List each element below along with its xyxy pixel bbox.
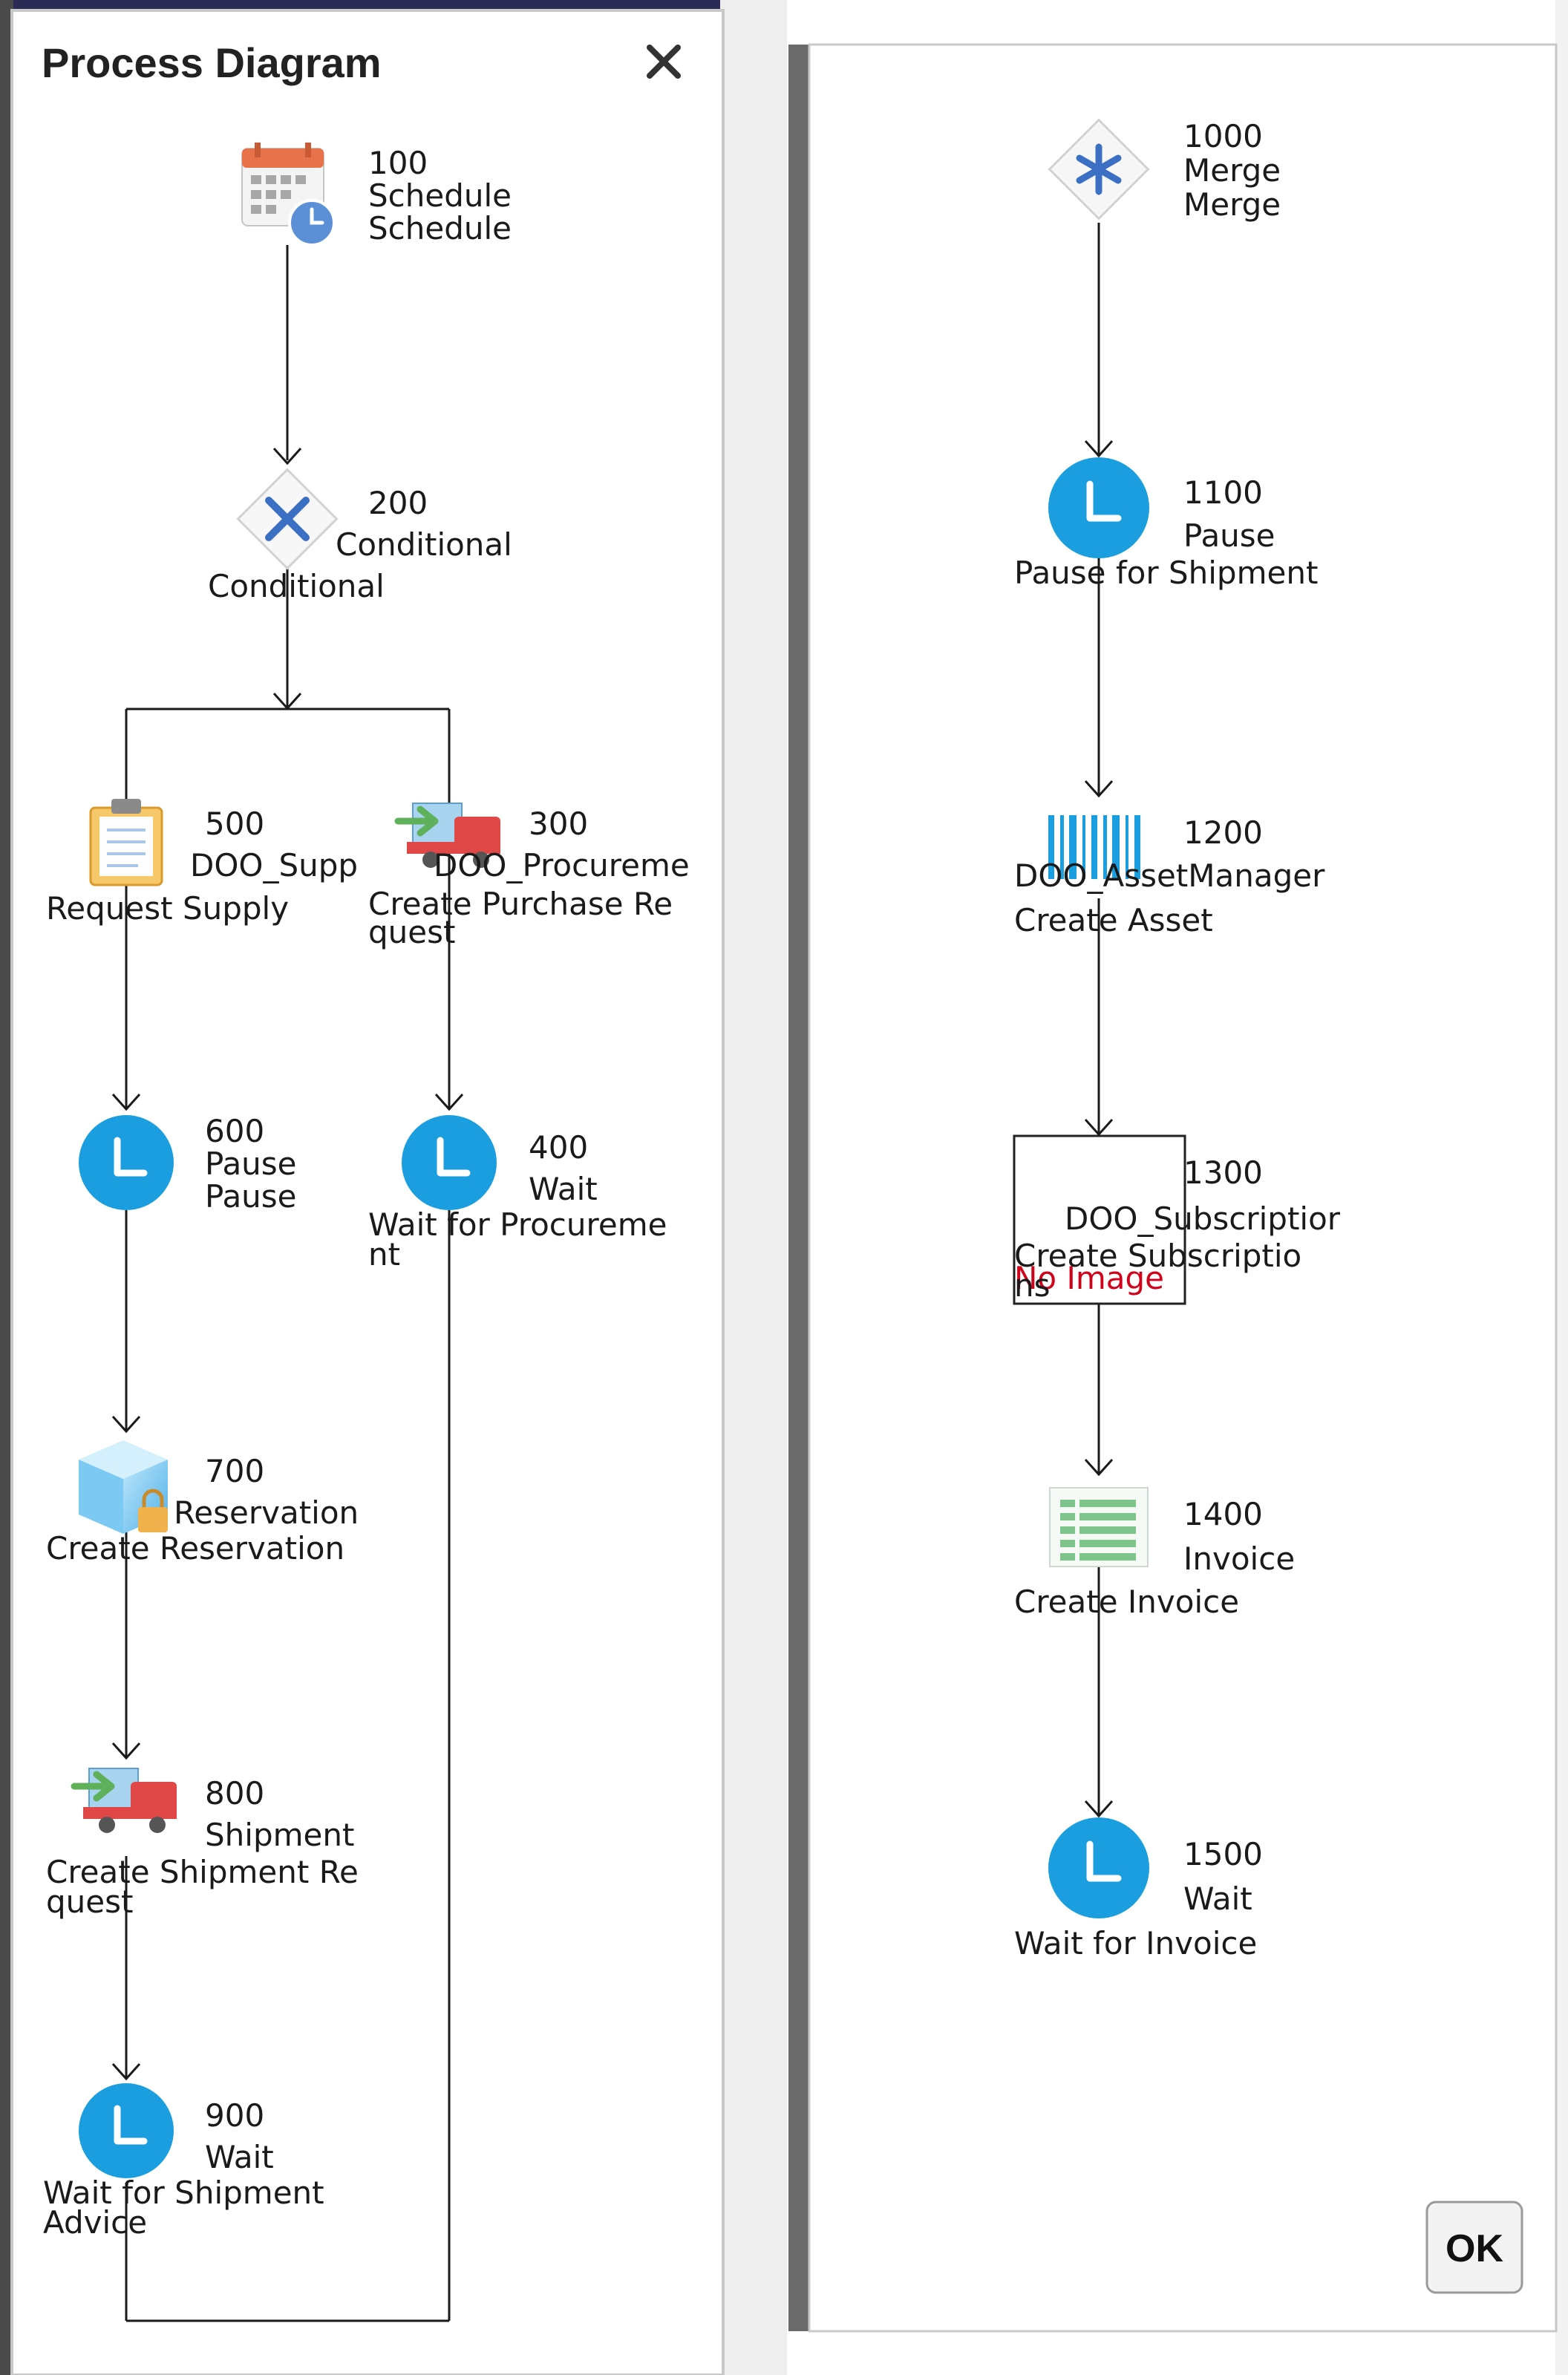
ok-button[interactable]: OK	[1425, 2201, 1523, 2294]
node-1300-name-cont: ns	[1014, 1267, 1051, 1304]
node-1300-name: Create Subscriptio	[1014, 1238, 1301, 1274]
truck-icon	[71, 1768, 177, 1833]
node-1200-id: 1200	[1183, 814, 1263, 851]
connector-lines-left	[111, 245, 464, 2322]
no-image-icon: No Image	[1013, 1134, 1186, 1305]
node-1000[interactable]: 1000 Merge Merge	[1048, 118, 1281, 223]
node-400-name: Wait for Procureme	[368, 1206, 667, 1243]
node-300-type: DOO_Procureme	[434, 847, 690, 883]
left-edge-shadow	[0, 0, 13, 2375]
node-800-name: Create Shipment Re	[46, 1854, 359, 1890]
node-1200[interactable]: 1200 DOO_AssetManager Create Asset	[1014, 814, 1325, 938]
node-300-name-cont: quest	[368, 914, 455, 950]
connector-lines-right	[1084, 223, 1114, 1818]
node-1200-type: DOO_AssetManager	[1014, 857, 1325, 894]
node-700-type: Reservation	[174, 1494, 359, 1531]
node-800[interactable]: 800 Shipment Create Shipment Re quest	[46, 1768, 359, 1920]
conditional-x-icon	[236, 468, 339, 570]
clock-icon	[1048, 1817, 1149, 1918]
calendar-clock-icon	[241, 143, 336, 246]
node-700-id: 700	[205, 1453, 264, 1489]
clock-icon	[402, 1115, 497, 1210]
clock-icon	[1048, 457, 1149, 558]
node-100-name: Schedule	[368, 210, 512, 246]
node-400[interactable]: 400 Wait Wait for Procureme nt	[368, 1115, 667, 1273]
no-image-label: No Image	[1014, 1260, 1164, 1296]
node-1100-name: Pause for Shipment	[1014, 555, 1318, 591]
clock-icon	[79, 2083, 174, 2178]
node-200-id: 200	[368, 485, 428, 521]
node-200[interactable]: 200 Conditional Conditional	[208, 468, 512, 604]
truck-icon	[394, 803, 500, 868]
node-1200-name: Create Asset	[1014, 902, 1213, 938]
node-600-type: Pause	[205, 1146, 297, 1182]
node-1000-type: Merge	[1183, 152, 1281, 189]
node-500-type: DOO_Supp	[190, 847, 358, 883]
node-900-name-cont: Advice	[43, 2204, 147, 2241]
node-100-type: Schedule	[368, 177, 512, 214]
node-1100-type: Pause	[1183, 517, 1275, 554]
node-400-id: 400	[529, 1129, 588, 1166]
node-1400-name: Create Invoice	[1014, 1584, 1239, 1620]
node-1500-type: Wait	[1183, 1881, 1252, 1917]
node-600-name: Pause	[205, 1178, 297, 1215]
node-900[interactable]: 900 Wait Wait for Shipment Advice	[43, 2083, 324, 2241]
process-diagram-dialog-right: 1000 Merge Merge 1100 Pause Pause for Sh…	[808, 43, 1558, 2333]
node-900-name: Wait for Shipment	[43, 2175, 324, 2211]
node-500[interactable]: 500 DOO_Supp Request Supply	[46, 799, 358, 927]
node-700[interactable]: 700 Reservation Create Reservation	[46, 1440, 359, 1567]
close-icon[interactable]	[647, 45, 681, 79]
node-400-name-cont: nt	[368, 1236, 400, 1273]
node-800-id: 800	[205, 1775, 264, 1812]
clipboard-icon	[89, 799, 163, 886]
node-1500[interactable]: 1500 Wait Wait for Invoice	[1014, 1817, 1263, 1961]
right-edge-shadow	[788, 45, 809, 2331]
node-700-name: Create Reservation	[46, 1530, 344, 1567]
node-800-type: Shipment	[205, 1817, 354, 1853]
node-300[interactable]: 300 DOO_Procureme Create Purchase Re que…	[368, 803, 690, 950]
process-diagram-dialog-left: Process Diagram	[10, 9, 725, 2375]
node-200-type: Conditional	[336, 526, 512, 563]
invoice-sheet-icon	[1049, 1487, 1149, 1567]
node-1100[interactable]: 1100 Pause Pause for Shipment	[1014, 457, 1318, 591]
node-100[interactable]: 100 Schedule Schedule	[241, 143, 512, 246]
node-1400-id: 1400	[1183, 1496, 1263, 1532]
right-outer-margin	[1555, 0, 1568, 2375]
node-200-name: Conditional	[208, 568, 385, 604]
node-1500-name: Wait for Invoice	[1014, 1925, 1257, 1961]
node-1300[interactable]: No Image 1300 DOO_Subscriptior Create Su…	[1013, 1134, 1341, 1305]
node-500-id: 500	[205, 806, 264, 842]
node-600-id: 600	[205, 1113, 264, 1149]
node-100-id: 100	[368, 145, 428, 181]
node-1500-id: 1500	[1183, 1836, 1263, 1872]
node-500-name: Request Supply	[46, 890, 289, 927]
node-300-id: 300	[529, 806, 588, 842]
node-900-id: 900	[205, 2097, 264, 2134]
node-1000-id: 1000	[1183, 118, 1263, 154]
node-1400-type: Invoice	[1183, 1541, 1295, 1577]
box-lock-icon	[79, 1440, 168, 1534]
node-300-name: Create Purchase Re	[368, 886, 673, 922]
node-1400[interactable]: 1400 Invoice Create Invoice	[1014, 1487, 1295, 1620]
node-400-type: Wait	[529, 1171, 598, 1207]
ok-button-label: OK	[1446, 2227, 1503, 2270]
node-600[interactable]: 600 Pause Pause	[79, 1113, 297, 1215]
node-1300-id: 1300	[1183, 1154, 1263, 1191]
node-1000-name: Merge	[1183, 186, 1281, 223]
node-900-type: Wait	[205, 2139, 274, 2175]
merge-asterisk-icon	[1048, 118, 1150, 220]
column-gap	[720, 0, 787, 2375]
node-800-name-cont: quest	[46, 1884, 133, 1920]
node-1100-id: 1100	[1183, 474, 1263, 511]
node-1300-type: DOO_Subscriptior	[1065, 1200, 1341, 1237]
barcode-icon	[1048, 815, 1140, 879]
page-title: Process Diagram	[42, 39, 382, 86]
clock-icon	[79, 1115, 174, 1210]
